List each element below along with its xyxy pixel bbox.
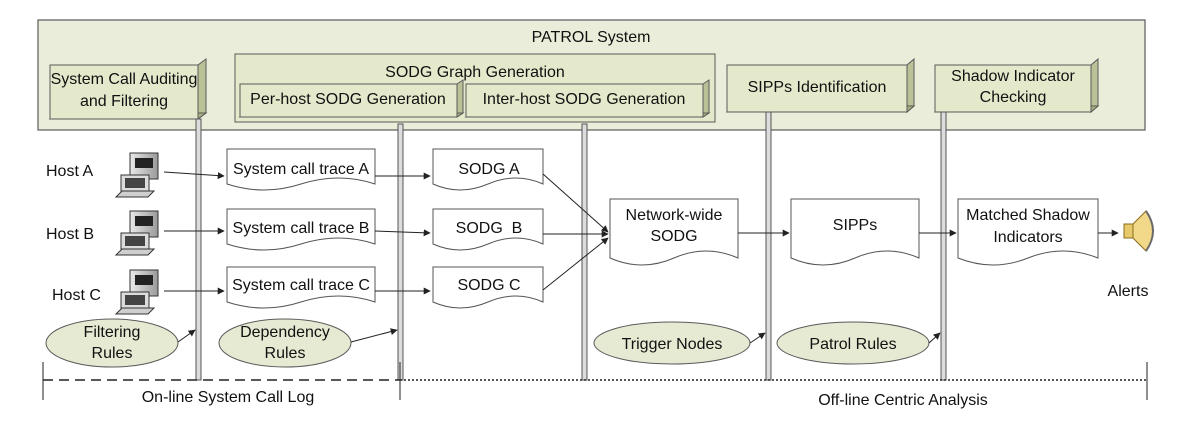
trigger-nodes-label: Trigger Nodes <box>622 336 723 353</box>
computer-icon <box>114 152 159 198</box>
host-a-label: Host A <box>46 163 93 180</box>
host-c-label: Host C <box>52 287 101 304</box>
filtering-rules: Filtering Rules <box>45 318 179 368</box>
module-per-host <box>239 83 458 118</box>
filtering-rules-label-1: Filtering <box>84 324 141 341</box>
trace-a-label: System call trace A <box>233 161 369 178</box>
patrol-rules: Patrol Rules <box>776 321 930 365</box>
module-auditing: System Call Auditing and Filtering <box>48 58 208 120</box>
host-a: Host A <box>46 152 159 198</box>
dependency-rules: Dependency Rules <box>218 318 352 368</box>
arrow <box>350 328 398 343</box>
arrow <box>542 173 609 233</box>
trigger-nodes: Trigger Nodes <box>593 321 751 365</box>
trace-c-label: System call trace C <box>232 277 370 294</box>
module-auditing-label-1: System Call Auditing <box>51 71 198 88</box>
arrow <box>163 171 225 180</box>
sodg-a-label: SODG A <box>458 161 520 178</box>
computer-icon <box>114 210 159 256</box>
sipps-label: SIPPs <box>833 217 877 234</box>
network-sodg: Network-wide SODG <box>609 198 739 266</box>
trace-a: System call trace A <box>226 148 376 191</box>
sodg-b: SODG B <box>432 208 544 251</box>
module-inter-host-label: Inter-host SODG Generation <box>483 91 686 108</box>
sodg-c: SODG C <box>432 266 544 309</box>
patrol-system-title: PATROL System <box>532 29 651 46</box>
sipps-doc: SIPPs <box>790 198 920 266</box>
matched-label-1: Matched Shadow <box>966 207 1090 224</box>
trace-b: System call trace B <box>226 208 376 251</box>
filtering-rules-label-2: Rules <box>92 345 133 362</box>
arrow <box>749 332 766 344</box>
module-shadow-checking: Shadow Indicator Checking <box>933 57 1100 114</box>
sodg-a: SODG A <box>432 148 544 191</box>
vertical-bar <box>195 118 202 381</box>
arrow <box>177 329 196 343</box>
dependency-rules-label-1: Dependency <box>240 324 330 341</box>
network-sodg-label-1: Network-wide <box>626 207 723 224</box>
module-shadow-checking-label-2: Checking <box>980 89 1047 106</box>
vertical-bar <box>765 111 772 381</box>
host-b-label: Host B <box>46 226 94 243</box>
vertical-bar <box>397 123 404 381</box>
speaker-icon <box>1123 210 1154 252</box>
network-sodg-label-2: SODG <box>650 228 697 245</box>
module-sipps-identification-label: SIPPs Identification <box>748 79 887 96</box>
host-b: Host B <box>46 210 159 256</box>
module-shadow-checking-label-1: Shadow Indicator <box>951 68 1075 85</box>
trace-c: System call trace C <box>226 266 376 309</box>
sodg-c-label: SODG C <box>457 277 520 294</box>
online-phase-label: On-line System Call Log <box>142 389 315 406</box>
module-sodg-generation: SODG Graph Generation Per-host SODG Gene… <box>234 53 716 123</box>
patrol-rules-label: Patrol Rules <box>809 336 896 353</box>
module-per-host-label: Per-host SODG Generation <box>250 91 446 108</box>
offline-phase-label: Off-line Centric Analysis <box>818 392 988 409</box>
flow-arrows <box>163 171 1119 344</box>
computer-icon <box>114 269 159 315</box>
arrow <box>374 229 431 237</box>
sodg-b-label: SODG B <box>456 220 523 237</box>
trace-b-label: System call trace B <box>233 220 370 237</box>
alerts-label: Alerts <box>1108 283 1149 300</box>
vertical-bar <box>581 123 588 381</box>
dependency-rules-label-2: Rules <box>265 345 306 362</box>
host-c: Host C <box>52 269 159 315</box>
arrow <box>928 332 941 344</box>
matched-label-2: Indicators <box>993 229 1062 246</box>
module-sipps-identification: SIPPs Identification <box>725 57 916 114</box>
vertical-bar <box>940 111 947 381</box>
module-auditing-label-2: and Filtering <box>80 93 168 110</box>
arrow <box>542 237 609 291</box>
module-inter-host <box>465 83 704 118</box>
matched-indicators: Matched Shadow Indicators <box>957 198 1099 266</box>
module-sodg-generation-label: SODG Graph Generation <box>385 64 565 81</box>
